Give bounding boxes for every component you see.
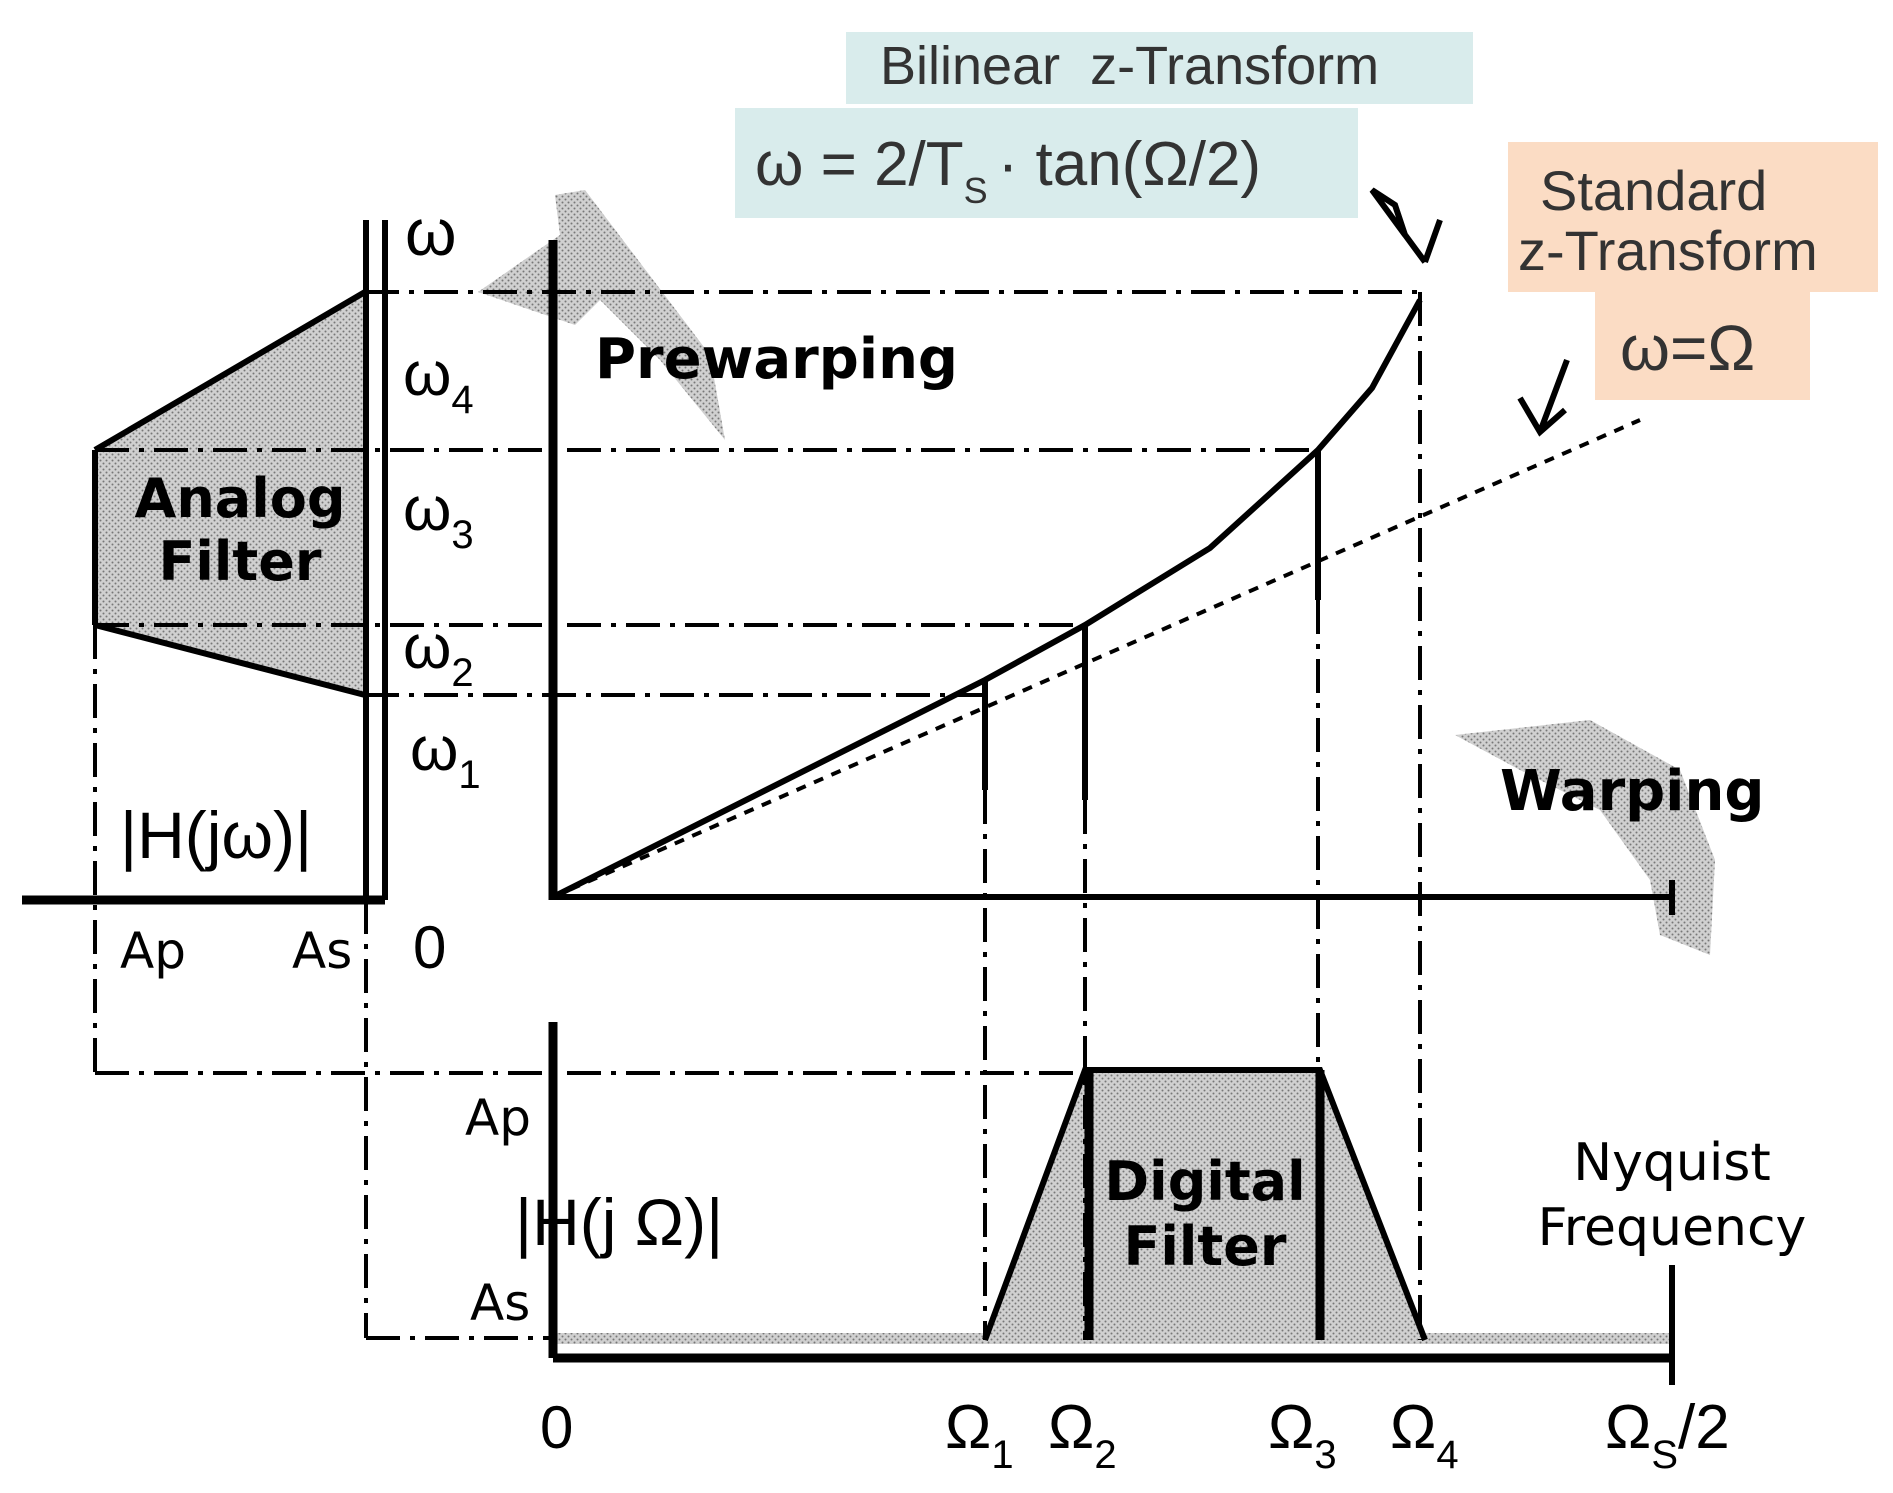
standard-formula: ω=Ω <box>1620 312 1755 384</box>
ap-left-label: Ap <box>120 922 186 980</box>
as-bottom-label: As <box>470 1274 530 1332</box>
bilinear-title-box <box>846 32 1473 104</box>
omega1-label: ω1 <box>410 715 481 797</box>
bilinear-formula-sub: S <box>964 170 988 211</box>
standard-line2: z-Transform <box>1518 219 1818 282</box>
zero-bottom-label: 0 <box>540 1394 573 1461</box>
omega2-label: ω2 <box>403 613 474 695</box>
bilinear-arrow-icon <box>1369 187 1443 264</box>
Omega4-label: Ω4 <box>1390 1393 1459 1477</box>
h-jomega-label: |H(jω)| <box>120 798 312 872</box>
ap-bottom-label: Ap <box>465 1089 531 1147</box>
prewarping-label: Prewarping <box>595 327 958 392</box>
bilinear-formula-main: ω = 2/T <box>755 130 964 199</box>
Omega2-label: Ω2 <box>1048 1393 1117 1477</box>
analog-filter-region <box>95 292 365 695</box>
standard-title-box <box>1508 142 1878 292</box>
bilinear-formula: ω = 2/TS· tan(Ω/2) <box>755 130 1261 211</box>
warping-arrow-shape <box>1455 720 1715 955</box>
nyquist-line2: Frequency <box>1538 1198 1807 1258</box>
stopband-strip <box>555 1333 1670 1344</box>
standard-arrow-icon <box>1517 358 1570 437</box>
Omega3-label: Ω3 <box>1268 1393 1337 1477</box>
standard-formula-box <box>1595 292 1810 400</box>
bilinear-formula-rest: · tan(Ω/2) <box>998 130 1261 199</box>
standard-line1: Standard <box>1540 159 1767 222</box>
omega3-label: ω3 <box>403 475 474 557</box>
OmegaS-label: ΩS/2 <box>1605 1393 1730 1477</box>
omega-axis-label: ω <box>405 195 457 269</box>
bilinear-formula-box <box>735 108 1358 218</box>
omega4-label: ω4 <box>403 340 474 422</box>
analog-filter-line2: Filter <box>159 530 322 593</box>
zero-left-label: 0 <box>413 914 446 981</box>
Omega1-label: Ω1 <box>945 1393 1014 1477</box>
digital-filter-line2: Filter <box>1124 1215 1287 1278</box>
h-jOmega-label: |H(j Ω)| <box>515 1185 723 1259</box>
analog-filter-line1: Analog <box>135 467 346 530</box>
prewarping-arrow-shape <box>478 190 725 440</box>
digital-filter-line1: Digital <box>1104 1150 1305 1213</box>
digital-filter-region <box>985 1070 1425 1340</box>
as-left-label: As <box>292 922 352 980</box>
warping-label: Warping <box>1500 759 1764 824</box>
bilinear-title: Bilinear z-Transform <box>880 36 1379 96</box>
nyquist-line1: Nyquist <box>1573 1133 1771 1193</box>
